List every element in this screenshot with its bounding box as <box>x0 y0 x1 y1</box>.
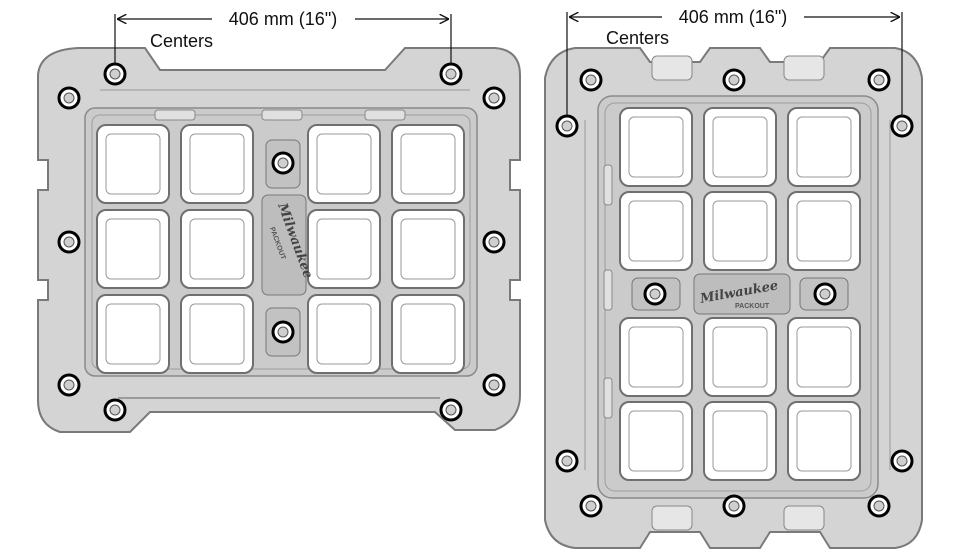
mounting-hole <box>579 68 603 92</box>
right-dimension-label: 406 mm (16") <box>679 7 787 27</box>
mounting-hole <box>867 68 891 92</box>
right-dimension: 406 mm (16") Centers <box>566 7 903 116</box>
mounting-hole <box>57 373 81 397</box>
mounting-hole <box>57 230 81 254</box>
mounting-hole <box>439 398 463 422</box>
mounting-hole <box>722 494 746 518</box>
mounting-hole <box>813 282 837 306</box>
mounting-hole <box>482 373 506 397</box>
mounting-hole <box>103 398 127 422</box>
left-plate-windows <box>96 124 465 374</box>
mounting-hole <box>271 151 295 175</box>
left-plate: Milwaukee PACKOUT 406 mm (16 <box>37 9 521 433</box>
mounting-hole <box>103 62 127 86</box>
right-logo-subtext: PACKOUT <box>735 303 770 310</box>
right-plate: Milwaukee PACKOUT 406 mm (16") C <box>544 7 923 549</box>
right-plate-windows <box>619 107 861 481</box>
left-mounting-holes <box>57 62 506 422</box>
mounting-hole <box>643 282 667 306</box>
mounting-hole <box>439 62 463 86</box>
mounting-hole <box>271 320 295 344</box>
right-logo: Milwaukee PACKOUT <box>693 273 791 315</box>
right-mounting-holes <box>555 68 914 518</box>
left-dimension: 406 mm (16") Centers <box>114 9 452 64</box>
mounting-hole <box>555 449 579 473</box>
mounting-hole <box>722 68 746 92</box>
mounting-hole <box>890 114 914 138</box>
mounting-hole <box>890 449 914 473</box>
left-dimension-label: 406 mm (16") <box>229 9 337 29</box>
mounting-hole <box>482 230 506 254</box>
left-centers-label: Centers <box>150 31 213 51</box>
mounting-hole <box>579 494 603 518</box>
mounting-hole <box>867 494 891 518</box>
mounting-hole <box>482 86 506 110</box>
mounting-hole <box>555 114 579 138</box>
right-centers-label: Centers <box>606 28 669 48</box>
mounting-hole <box>57 86 81 110</box>
